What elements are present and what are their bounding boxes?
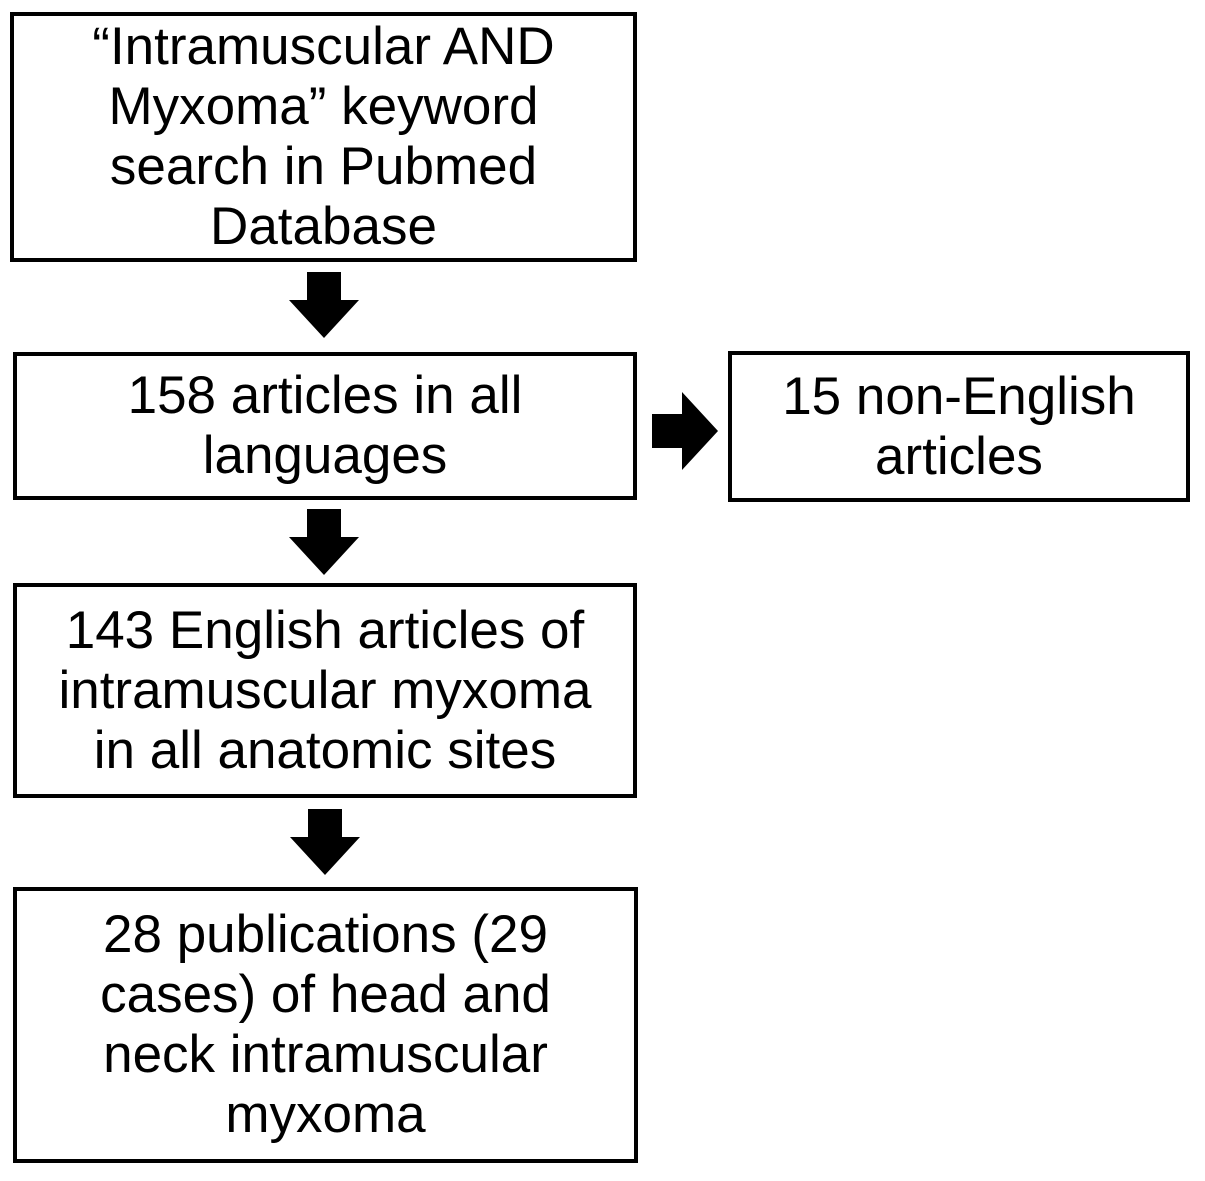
- box-text-line: 15 non-English: [782, 366, 1136, 426]
- box-text-line: articles: [875, 426, 1043, 486]
- flow-box-head-neck-text: 28 publications (29 cases) of head and n…: [100, 905, 551, 1145]
- box-text-line: intramuscular myxoma: [58, 660, 592, 720]
- down-arrow-icon: [290, 809, 360, 875]
- box-text-line: languages: [202, 426, 448, 485]
- down-arrow-icon: [289, 509, 359, 575]
- box-text-line: cases) of head and: [100, 965, 551, 1024]
- down-arrow-shape: [289, 272, 359, 338]
- box-text-line: search in Pubmed: [109, 137, 538, 196]
- box-text-line: neck intramuscular: [103, 1025, 548, 1084]
- down-arrow-shape: [289, 509, 359, 575]
- flow-box-non-english-text: 15 non-English articles: [782, 367, 1136, 487]
- flow-box-head-neck: 28 publications (29 cases) of head and n…: [13, 887, 638, 1163]
- down-arrow-icon: [289, 272, 359, 338]
- box-text-line: myxoma: [225, 1085, 426, 1144]
- box-text-line: “Intramuscular AND: [92, 17, 555, 76]
- box-text-line: 143 English articles of: [65, 600, 585, 660]
- flow-box-keyword-search-text: “Intramuscular AND Myxoma” keyword searc…: [92, 17, 554, 257]
- flow-box-all-languages-text: 158 articles in all languages: [128, 366, 523, 486]
- flow-box-non-english: 15 non-English articles: [728, 351, 1190, 502]
- box-text-line: Myxoma” keyword: [108, 77, 539, 136]
- flow-box-english-articles-text: 143 English articles of intramuscular my…: [58, 601, 591, 781]
- down-arrow-shape: [290, 809, 360, 875]
- flow-box-english-articles: 143 English articles of intramuscular my…: [13, 583, 637, 798]
- box-text-line: 158 articles in all: [127, 366, 523, 425]
- right-arrow-icon: [652, 392, 718, 470]
- right-arrow-shape: [652, 392, 718, 470]
- flow-box-all-languages: 158 articles in all languages: [13, 352, 637, 500]
- flow-box-keyword-search: “Intramuscular AND Myxoma” keyword searc…: [10, 12, 637, 262]
- box-text-line: 28 publications (29: [103, 905, 548, 964]
- box-text-line: in all anatomic sites: [93, 720, 557, 780]
- box-text-line: Database: [210, 197, 437, 256]
